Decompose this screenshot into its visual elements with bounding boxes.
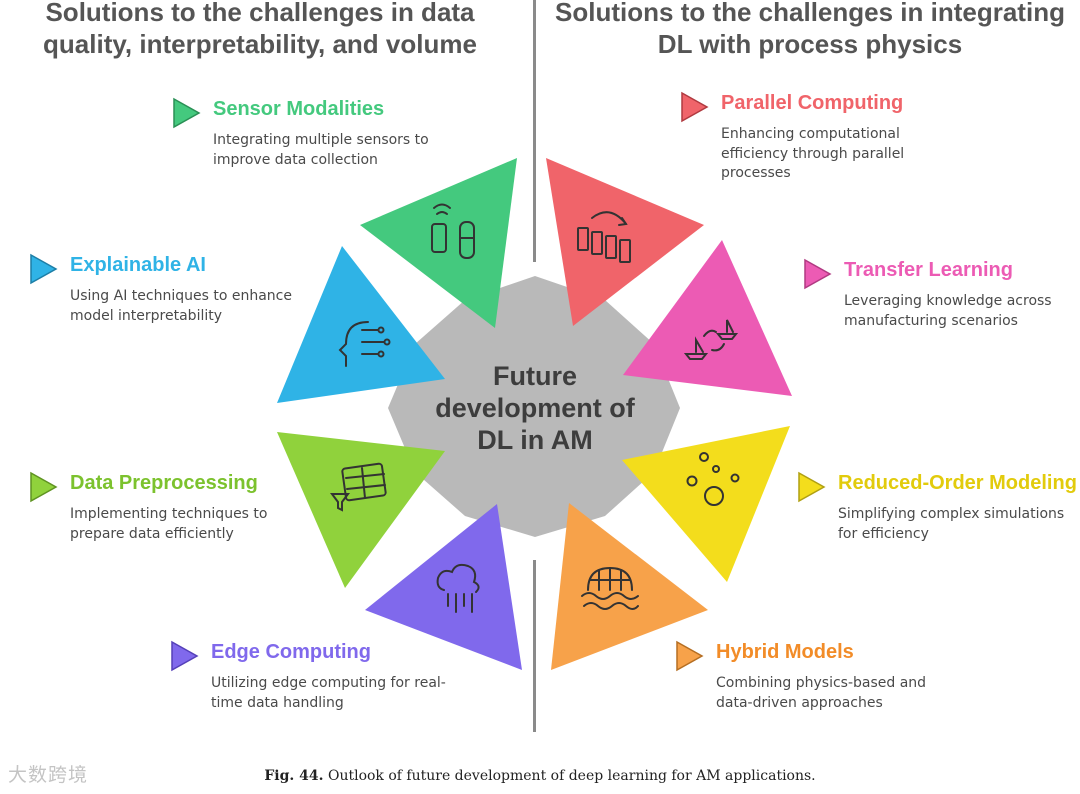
sensor-modalities-triangle (360, 158, 517, 328)
reduced-order-modeling-triangle (622, 426, 790, 582)
watermark: 大数跨境 (8, 764, 89, 786)
caption-text: Outlook of future development of deep le… (327, 768, 816, 784)
transfer-learning-marker-icon (804, 258, 832, 290)
parallel-computing-title: Parallel Computing (721, 92, 904, 114)
sensors-icon (431, 203, 475, 259)
edge-computing-marker-icon (171, 640, 199, 672)
globe-waves-icon (581, 566, 639, 610)
transfer-learning-desc: Leveraging knowledge across manufacturin… (844, 293, 1052, 329)
center-divider-bottom (533, 560, 536, 732)
sensor-modalities-desc: Integrating multiple sensors to improve … (213, 132, 429, 168)
figure-caption: Fig. 44. Outlook of future development o… (0, 768, 1080, 784)
data-preprocessing-triangle (277, 432, 445, 588)
explainable-ai-title: Explainable AI (70, 254, 206, 276)
parallel-computing-desc: Enhancing computational efficiency throu… (721, 126, 905, 181)
center-divider-top (533, 0, 536, 262)
reduced-order-modeling-marker-icon (798, 471, 826, 503)
ships-transfer-icon (683, 319, 739, 360)
bubbles-icon (686, 452, 740, 506)
hybrid-models-desc: Combining physics-based and data-driven … (716, 675, 927, 711)
table-filter-icon (330, 462, 387, 512)
sensor-modalities-title: Sensor Modalities (213, 98, 385, 120)
parallel-computing-marker-icon (681, 91, 709, 123)
explainable-ai-triangle (277, 246, 445, 403)
transfer-learning-triangle (623, 240, 792, 396)
reduced-order-modeling-title: Reduced-Order Modeling (838, 472, 1077, 494)
edge-computing-desc: Utilizing edge computing for real-time d… (211, 675, 446, 711)
parallel-computing-triangle (546, 158, 704, 326)
parallel-blocks-icon (577, 211, 631, 263)
reduced-order-modeling-desc: Simplifying complex simulations for effi… (838, 506, 1065, 542)
left-heading: Solutions to the challenges in data qual… (43, 0, 477, 59)
ai-head-icon (338, 321, 391, 367)
data-preprocessing-title: Data Preprocessing (70, 472, 258, 494)
sensor-modalities-marker-icon (173, 97, 201, 129)
center-title: Future development of DL in AM (435, 361, 635, 455)
edge-computing-triangle (365, 504, 522, 670)
explainable-ai-desc: Using AI techniques to enhance model int… (70, 288, 292, 324)
hybrid-models-marker-icon (676, 640, 704, 672)
hybrid-models-triangle (551, 503, 708, 670)
edge-computing-title: Edge Computing (211, 641, 371, 663)
cloud-data-icon (436, 563, 480, 613)
hybrid-models-title: Hybrid Models (716, 641, 854, 663)
data-preprocessing-marker-icon (30, 471, 58, 503)
data-preprocessing-desc: Implementing techniques to prepare data … (70, 506, 268, 542)
explainable-ai-marker-icon (30, 253, 58, 285)
right-heading: Solutions to the challenges in integrati… (555, 0, 1065, 59)
center-polygon (388, 276, 680, 537)
caption-label: Fig. 44. (264, 768, 324, 784)
transfer-learning-title: Transfer Learning (844, 259, 1013, 281)
